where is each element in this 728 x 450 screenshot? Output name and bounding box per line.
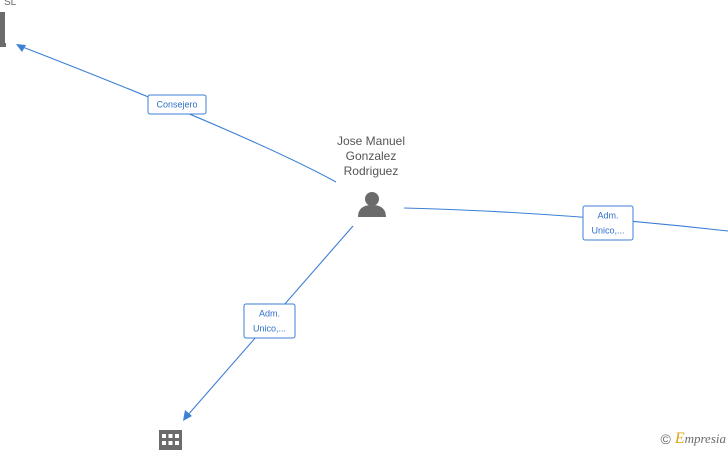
edge-adm-unico-right xyxy=(403,207,728,232)
edge-label-adm-unico-bottom[interactable]: Adm. Unico,... xyxy=(243,303,296,339)
copyright-symbol: © xyxy=(660,431,671,447)
company-label-top-left: SL xyxy=(4,0,17,8)
edge-label-right-line2: Unico,... xyxy=(591,226,624,236)
edge-line-adm-unico-right xyxy=(403,207,728,232)
brand-initial: E xyxy=(674,430,685,447)
edge-consejero xyxy=(16,44,337,183)
brand-logo: Empresia xyxy=(675,430,726,448)
brand-rest: mpresia xyxy=(684,431,726,446)
edge-label-consejero[interactable]: Consejero xyxy=(147,94,207,115)
empresia-watermark: © Empresia xyxy=(660,430,726,448)
person-name-line1: Jose Manuel xyxy=(337,134,405,148)
arrowhead-adm-unico-bottom xyxy=(183,410,192,421)
edge-label-right-line1: Adm. xyxy=(597,211,618,221)
arrowhead-consejero xyxy=(16,44,26,52)
building-icon-bottom[interactable] xyxy=(159,430,182,450)
person-node[interactable]: Jose Manuel Gonzalez Rodriguez xyxy=(337,134,405,217)
edge-label-bottom-line2: Unico,... xyxy=(253,324,286,334)
person-icon[interactable] xyxy=(358,192,386,217)
person-name-line2: Gonzalez xyxy=(346,149,397,163)
building-icon-top-left[interactable] xyxy=(0,12,6,47)
edge-label-bottom-line1: Adm. xyxy=(259,309,280,319)
edge-label-adm-unico-right[interactable]: Adm. Unico,... xyxy=(582,205,634,241)
edge-label-consejero-text: Consejero xyxy=(156,100,197,110)
person-name-line3: Rodriguez xyxy=(344,164,399,178)
edge-line-consejero xyxy=(19,45,337,183)
